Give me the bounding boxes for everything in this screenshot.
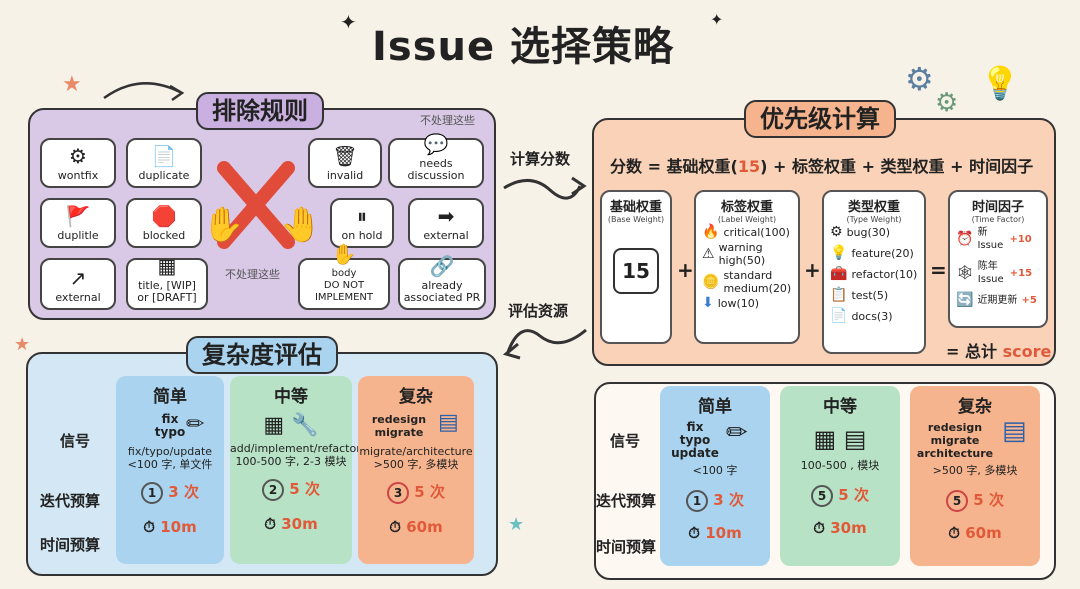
- label-weight-box: 标签权重 (Label Weight) 🔥critical(100) ⚠warn…: [694, 190, 800, 344]
- base-weight-value: 15: [613, 248, 659, 294]
- document-icon: 📄: [151, 144, 177, 168]
- stopwatch-icon: ⏱: [948, 524, 960, 542]
- plus-operator-2: +: [804, 258, 821, 282]
- card-external: ➡external: [408, 198, 484, 248]
- gear-icon: ⚙: [905, 60, 934, 98]
- refresh-icon: 🔄: [956, 292, 974, 308]
- exclusion-title: 排除规则: [196, 92, 324, 130]
- col-simple: 简单 fix typo ✏ fix/typo/update <100 字, 单文…: [116, 376, 224, 564]
- row-time: 时间预算: [40, 536, 101, 554]
- exclusion-note-mid: 不处理这些: [225, 268, 280, 281]
- card-duplitle: 🚩duplitle: [40, 198, 116, 248]
- row-iteration: 迭代预算: [40, 492, 101, 510]
- star-icon: ★: [508, 514, 525, 535]
- gear-x-icon: ⚙: [69, 144, 87, 168]
- arrow-label-eval: 评估资源: [508, 302, 569, 320]
- row-signal-2: 信号: [610, 432, 641, 450]
- step-badge-1: 1: [686, 490, 709, 512]
- exclusion-note-top: 不处理这些: [420, 114, 475, 127]
- trash-icon: 🗑: [332, 144, 358, 168]
- card-invalid: 🗑invalid: [308, 138, 382, 188]
- hand-right-icon: 🤚: [280, 205, 323, 245]
- row-iteration-2: 迭代预算: [596, 492, 657, 510]
- card-wontfix: ⚙wontfix: [40, 138, 116, 188]
- cobweb-icon: 🕸: [956, 264, 974, 281]
- pause-clock-icon: ⏸: [357, 204, 367, 228]
- row-time-2: 时间预算: [596, 538, 657, 556]
- type-weight-box: 类型权重 (Type Weight) ⚙bug(30) 💡feature(20)…: [822, 190, 926, 354]
- base-weight-box: 基础权重 (Base Weight) 15: [600, 190, 672, 344]
- col-complex: 复杂 redesign migrate ▤ migrate/architectu…: [358, 376, 474, 564]
- pencil-icon: ✏: [186, 412, 205, 437]
- fire-icon: 🔥: [702, 224, 720, 240]
- stop-sign-icon: 🛑: [151, 204, 177, 228]
- chain-link-icon: 🔗: [429, 254, 455, 278]
- sparkle-icon: ✦: [710, 10, 724, 29]
- stopwatch-icon: ⏱: [264, 515, 276, 533]
- step-badge-5: 5: [811, 485, 834, 507]
- col-medium: 中等 ▦ 🔧 add/implement/refactor 100-500 字,…: [230, 376, 361, 564]
- hand-left-icon: ✋: [202, 205, 245, 245]
- card-on-hold: ⏸on hold: [330, 198, 394, 248]
- warning-icon: ⚠: [702, 245, 715, 262]
- card-duplicate: 📄duplicate: [126, 138, 202, 188]
- pencil-icon: ✏: [726, 418, 748, 448]
- checklist-icon: 📋: [830, 287, 848, 303]
- blueprint-icon: ▤: [438, 410, 459, 435]
- share-arrow-icon: ↗: [69, 266, 87, 290]
- stopwatch-icon: ⏱: [389, 518, 401, 536]
- blueprint-icon: ▤: [1002, 416, 1027, 446]
- arrow-label-calc: 计算分数: [510, 150, 571, 168]
- big-x-icon: [217, 161, 295, 249]
- stopwatch-icon: ⏱: [813, 519, 825, 537]
- step-badge-1: 1: [141, 482, 164, 504]
- total-score: = 总计 score: [946, 342, 1052, 361]
- time-factor-box: 时间因子 (Time Factor) ⏰新 Issue+10 🕸陈年 Issue…: [948, 190, 1048, 328]
- exit-arrow-icon: ➡: [437, 204, 455, 228]
- stop-hand-icon: ✋: [331, 242, 357, 266]
- card-external-2: ↗external: [40, 258, 116, 310]
- card-do-not-implement: ✋body DO NOT IMPLEMENT: [298, 243, 390, 310]
- plus-operator: +: [677, 258, 694, 282]
- page-title: Issue 选择策略: [372, 24, 675, 70]
- col-medium-2: 中等 ▦ ▤ 100-500 , 模块 5 5 次 ⏱ 30m: [780, 386, 900, 566]
- col-simple-2: 简单 fix typo update ✏ <100 字 1 3 次 ⏱ 10m: [660, 386, 770, 566]
- arrow-eval-icon: [502, 328, 587, 360]
- coin-icon: 🪙: [702, 273, 720, 290]
- card-associated-pr: 🔗already associated PR: [398, 254, 486, 310]
- complexity-title: 复杂度评估: [186, 336, 338, 374]
- step-badge-2: 2: [262, 479, 285, 501]
- blocks-icon: ▦: [157, 254, 177, 278]
- blocks-blueprint-icon: ▦ ▤: [813, 425, 867, 453]
- card-needs-discussion: 💬needs discussion: [388, 133, 484, 188]
- star-icon: ★: [14, 334, 31, 355]
- arrow-down-icon: ⬇: [702, 295, 714, 311]
- arrow-curve-icon: [103, 82, 185, 102]
- clock-icon: ⏰: [956, 230, 974, 247]
- priority-title: 优先级计算: [744, 100, 896, 138]
- arrow-calc-icon: [503, 176, 587, 200]
- gear-icon: ⚙: [830, 224, 843, 240]
- card-wip-draft: ▦title, [WIP] or [DRAFT]: [126, 254, 208, 310]
- star-icon: ★: [62, 72, 82, 97]
- gear-icon: ⚙: [935, 88, 959, 118]
- sparkle-icon: ✦: [340, 10, 357, 34]
- col-complex-2: 复杂 redesign migrate architecture ▤ >500 …: [910, 386, 1040, 566]
- link-flag-icon: 🚩: [65, 204, 91, 228]
- step-badge-5: 5: [946, 490, 969, 512]
- lightbulb-icon: 💡: [830, 245, 848, 261]
- discussion-icon: 💬: [423, 132, 449, 156]
- row-signal: 信号: [60, 432, 91, 450]
- stopwatch-icon: ⏱: [143, 518, 155, 536]
- card-blocked: 🛑blocked: [126, 198, 202, 248]
- stopwatch-icon: ⏱: [688, 524, 700, 542]
- toolbox-icon: 🧰: [830, 266, 848, 282]
- lightbulb-icon: 💡: [980, 64, 1020, 102]
- equals-operator: =: [930, 258, 947, 282]
- priority-formula: 分数 = 基础权重(15) + 标签权重 + 类型权重 + 时间因子: [610, 157, 1034, 176]
- docs-icon: 📄: [830, 308, 848, 324]
- step-badge-3: 3: [387, 482, 410, 504]
- blocks-wrench-icon: ▦ 🔧: [263, 413, 319, 438]
